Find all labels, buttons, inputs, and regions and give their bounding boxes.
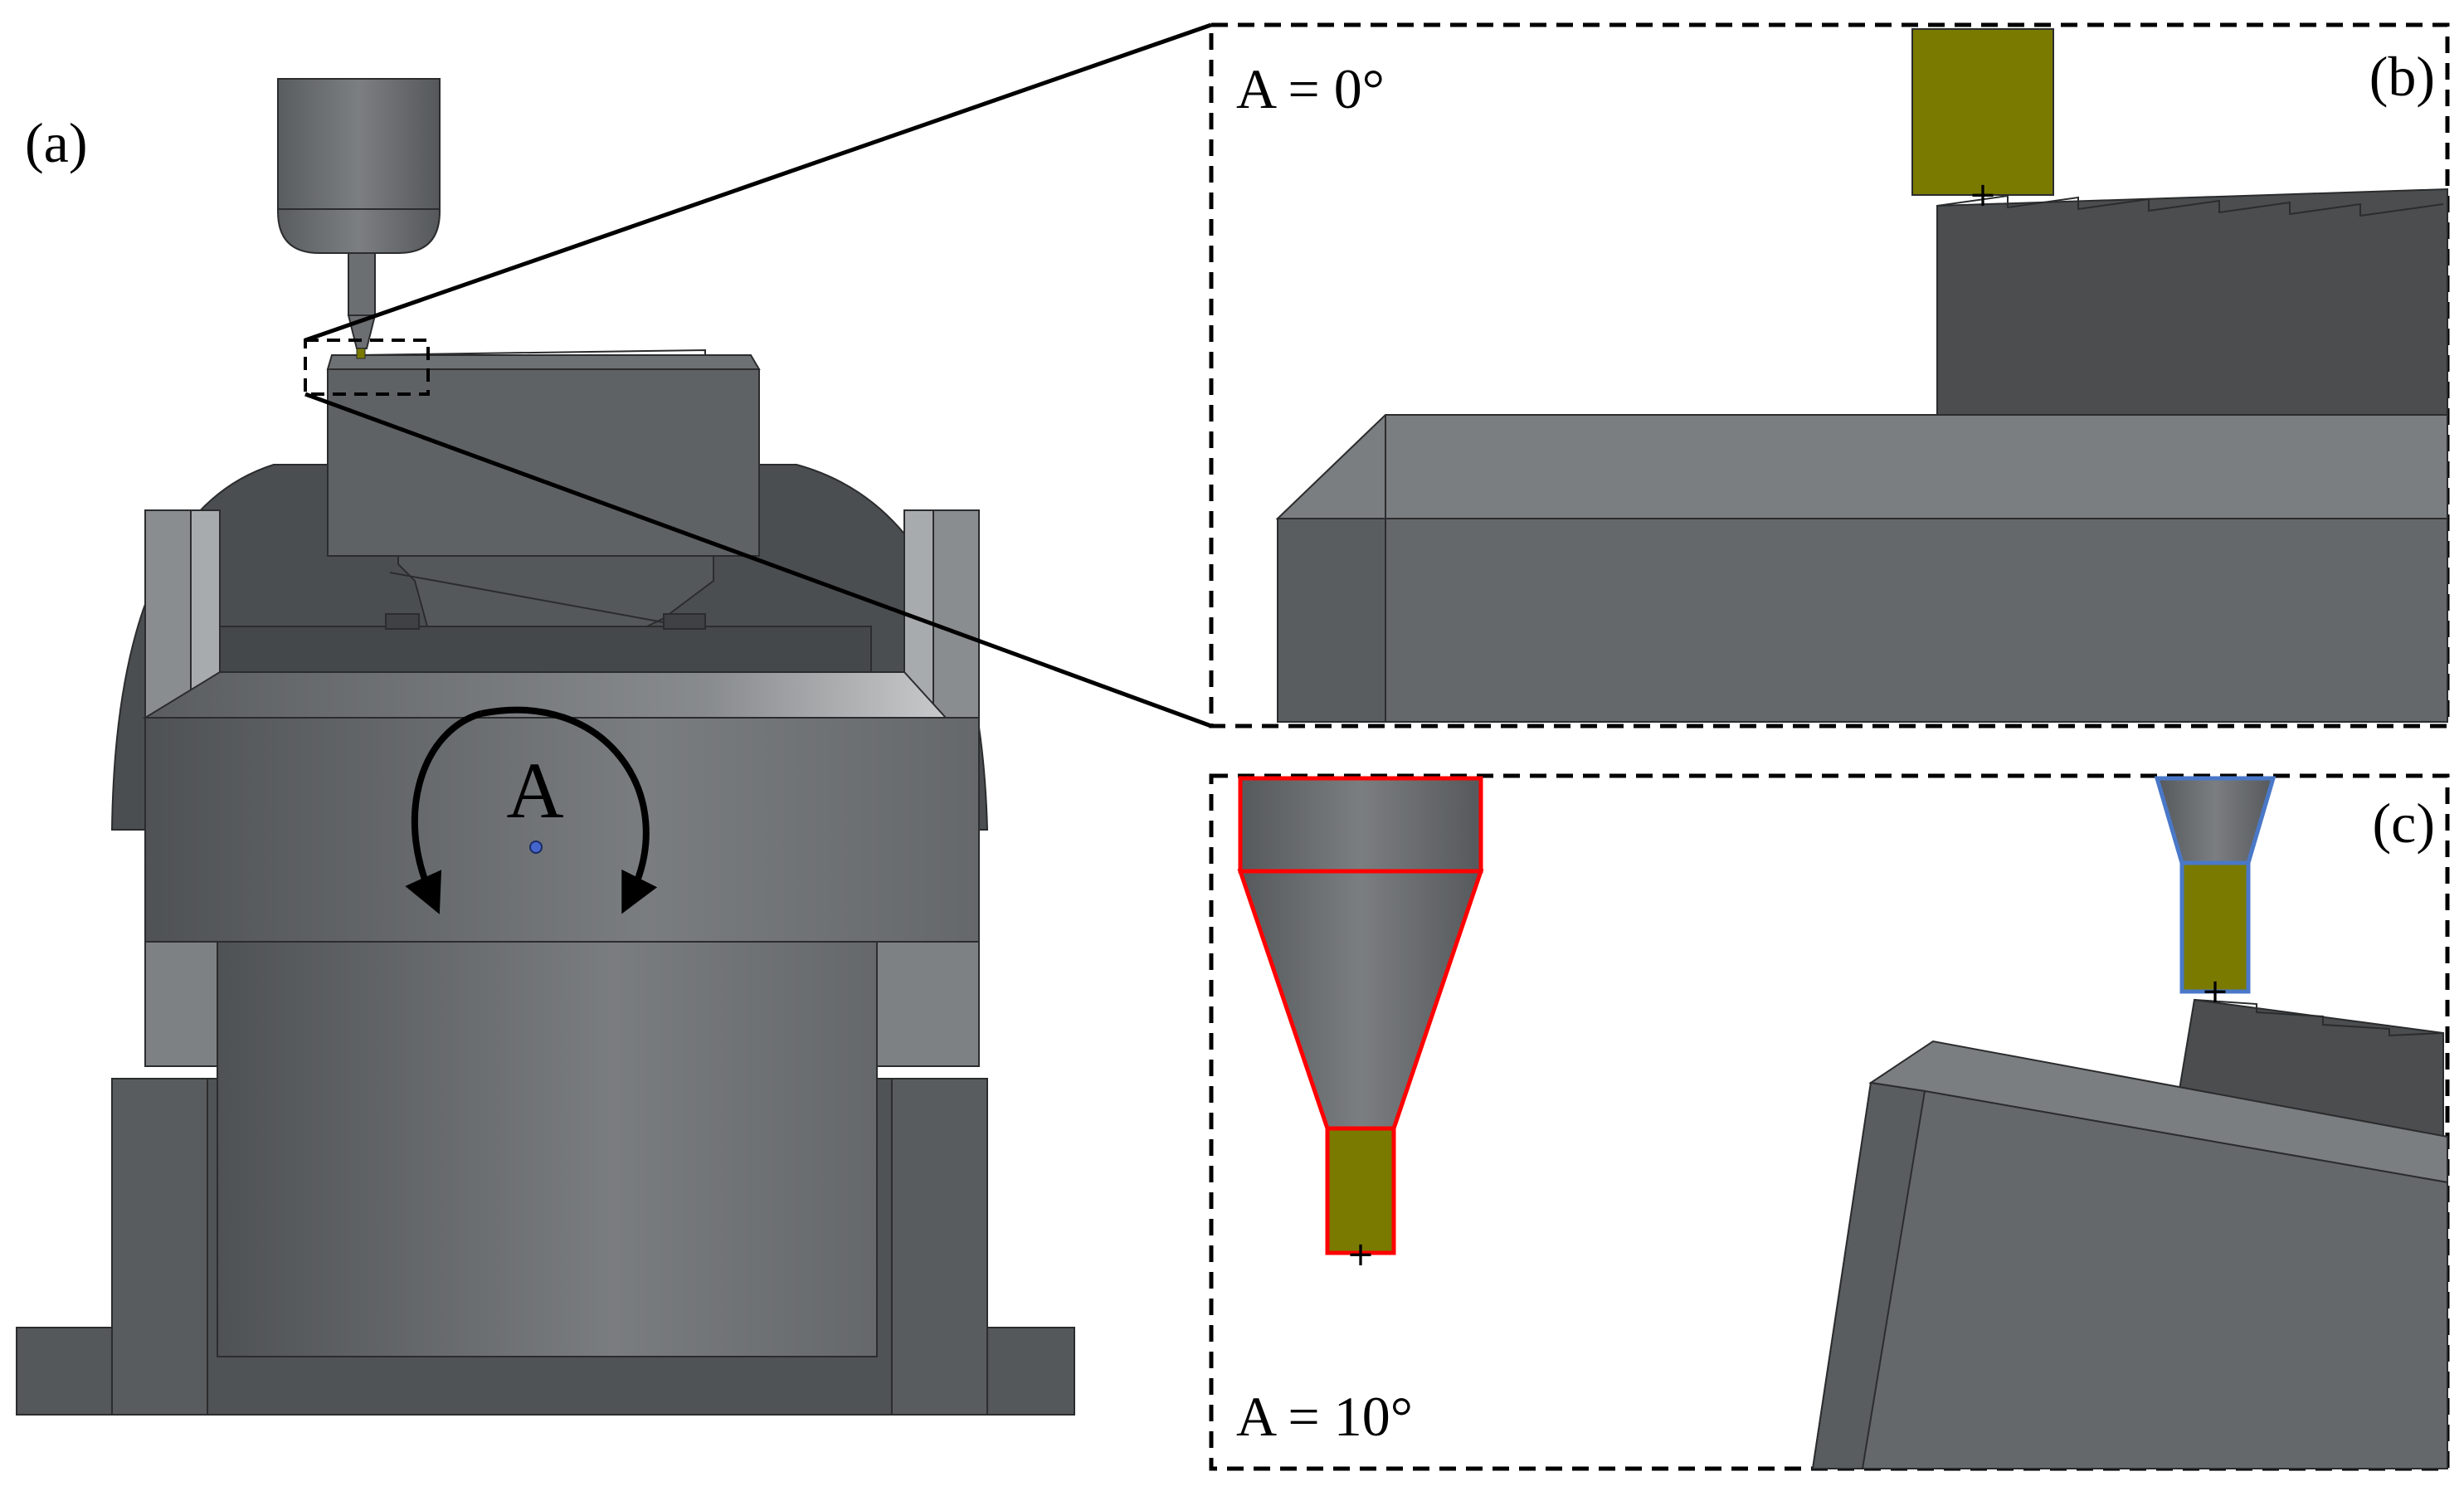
workpiece-block — [327, 368, 760, 557]
panel-c-tag: (c) — [2373, 792, 2435, 855]
panel-b-tag: (b) — [2369, 45, 2435, 108]
connector-line-bottom — [304, 392, 1212, 729]
trunnion-body — [144, 717, 980, 943]
panel-b: + A = 0° (b) — [1209, 22, 2450, 729]
panel-a: (a) — [16, 78, 1075, 1416]
rotary-arrow-left — [405, 710, 483, 914]
connector-line-top — [304, 22, 1212, 343]
workpiece-top-face — [326, 354, 761, 370]
spindle-head — [277, 78, 441, 254]
fixture-clamp-right — [663, 613, 706, 630]
panel-a-tag: (a) — [25, 111, 87, 174]
trunnion-flange-left — [144, 941, 218, 1067]
rotary-arrow-right — [480, 706, 658, 914]
panel-c-teeth — [2194, 999, 2444, 1037]
panel-b-block-front — [1277, 518, 2448, 723]
base-column-right — [891, 1078, 988, 1416]
fixture-clamp-left — [385, 613, 420, 630]
rotary-axis-label: A — [506, 746, 563, 835]
workpiece-teeth — [356, 348, 706, 356]
cutting-tool-small — [356, 348, 366, 359]
panel-c-angle-label: A = 10° — [1236, 1385, 1413, 1448]
panel-c: + + A = 10° (c) — [1209, 773, 2450, 1471]
fixture-plate — [219, 626, 872, 673]
panel-b-block-top — [1275, 414, 2448, 519]
rotary-pivot-point — [529, 841, 543, 854]
panel-b-tool — [1911, 28, 2054, 196]
panel-c-tool-large-tip-marker: + — [1346, 1235, 1375, 1274]
spindle-holder — [348, 252, 376, 316]
trunnion-flange-right — [876, 941, 980, 1067]
base-column-left — [111, 1078, 208, 1416]
panel-b-teeth — [1936, 194, 2444, 217]
panel-c-block-side — [1811, 1081, 1926, 1469]
trunnion-cylinder — [217, 941, 878, 1357]
zoom-inset-box — [304, 339, 430, 396]
panel-c-tool-small — [2179, 860, 2251, 994]
fixture-riser-detail — [389, 572, 665, 623]
panel-b-block-side — [1277, 518, 1386, 723]
panel-c-tool-small-tip-marker: + — [2201, 972, 2229, 1011]
panel-b-serrated-block — [1936, 188, 2448, 416]
panel-b-angle-label: A = 0° — [1236, 57, 1385, 120]
panel-c-holder-large-top — [1238, 776, 1483, 874]
panel-b-tool-tip-marker: + — [1969, 176, 1997, 214]
panel-c-tool-large — [1325, 1126, 1396, 1255]
